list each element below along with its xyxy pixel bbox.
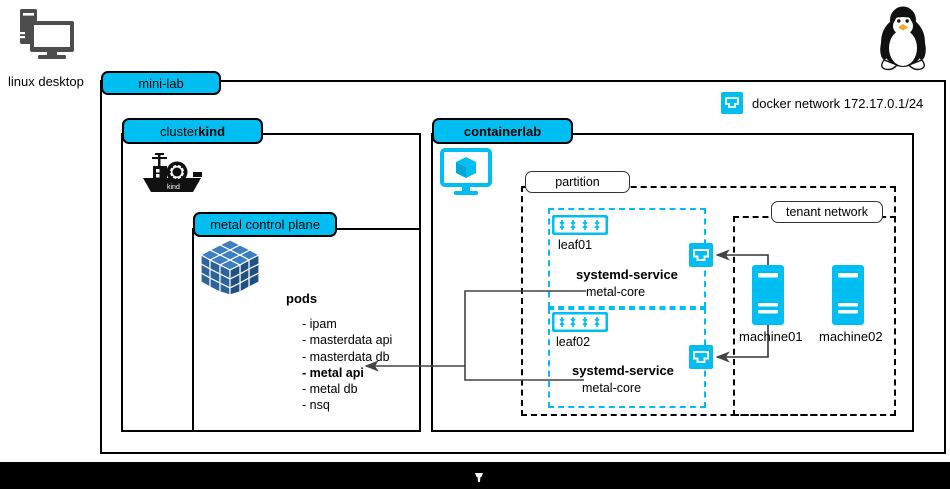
pod-item: - masterdata api	[302, 333, 393, 348]
machine01-label: machine01	[739, 329, 803, 344]
mini-lab-container	[100, 80, 946, 454]
kubernetes-cube-icon	[199, 238, 261, 296]
pods-heading: pods	[286, 291, 318, 306]
leaf01-name: leaf01	[558, 238, 593, 252]
monitor-cube-icon	[440, 148, 492, 198]
tenant-network-label-text: tenant network	[786, 204, 868, 219]
leaf02-service-heading: systemd-service	[572, 363, 674, 378]
containerlab-label: containerlab	[432, 118, 573, 144]
scroll-indicator-mark	[474, 470, 484, 482]
partition-label-text: partition	[555, 174, 600, 189]
leaf01-service-heading: systemd-service	[576, 267, 678, 282]
machine02-server-icon	[832, 265, 864, 325]
pod-item: - masterdata db	[302, 349, 390, 364]
metal-control-plane-label-text: metal control plane	[210, 217, 320, 232]
tux-penguin-logo	[872, 6, 934, 72]
docker-network-label: docker network 172.17.0.1/24	[752, 96, 924, 111]
leaf02-port-icon[interactable]	[689, 345, 713, 369]
linux-desktop-label: linux desktop	[8, 74, 84, 89]
machine01-server-icon	[752, 265, 784, 325]
linux-desktop-icon	[18, 8, 82, 62]
partition-label: partition	[525, 171, 630, 193]
mini-lab-label-text: mini-lab	[138, 75, 184, 91]
mini-lab-label: mini-lab	[101, 71, 221, 95]
pod-item-metal-api: - metal api	[302, 365, 364, 380]
containerlab-container	[431, 133, 914, 432]
leaf01-service-name: metal-core	[586, 285, 646, 299]
network-switch-icon	[551, 311, 609, 333]
metal-control-plane-label: metal control plane	[193, 212, 337, 237]
ethernet-port-icon	[721, 92, 743, 114]
containerlab-label-text: containerlab	[463, 123, 542, 139]
cluster-kind-label-prefix: cluster	[159, 123, 199, 139]
leaf02-name: leaf02	[556, 335, 591, 349]
kind-ship-logo: kind	[139, 148, 211, 196]
pod-item: - nsq	[302, 398, 330, 413]
cluster-kind-label-bold: kind	[198, 123, 226, 139]
machine02-label: machine02	[819, 329, 883, 344]
footer-bar	[0, 462, 950, 489]
cluster-kind-label: cluster kind	[122, 118, 263, 144]
leaf01-port-icon[interactable]	[689, 243, 713, 267]
leaf02-service-name: metal-core	[582, 381, 642, 395]
pods-list: - ipam - masterdata api - masterdata db …	[302, 316, 392, 414]
tenant-network-label: tenant network	[771, 201, 883, 223]
pod-item: - ipam	[302, 317, 337, 331]
pod-item: - metal db	[302, 382, 358, 397]
kind-ship-caption: kind	[167, 184, 180, 191]
network-switch-icon	[551, 214, 609, 236]
